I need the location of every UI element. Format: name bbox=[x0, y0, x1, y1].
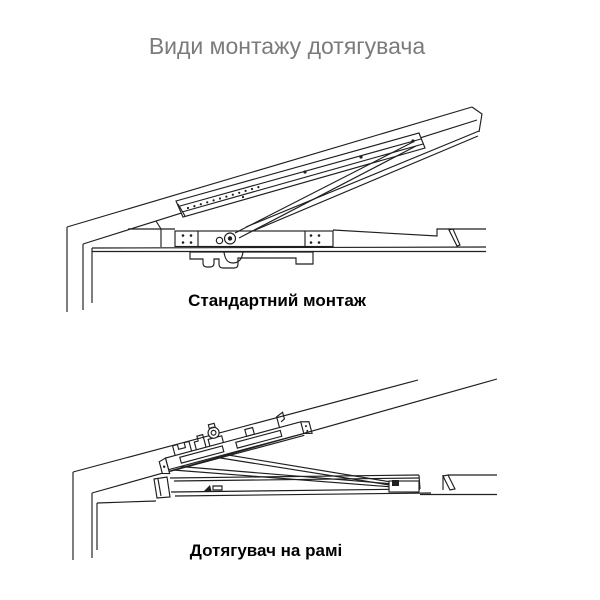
closer-arm bbox=[172, 451, 420, 493]
door-frame bbox=[72, 378, 498, 560]
standard-mount-diagram bbox=[66, 106, 487, 312]
mounting-bracket bbox=[189, 251, 314, 269]
page-title: Види монтажу дотягувача bbox=[148, 33, 426, 59]
slide-channel bbox=[153, 474, 497, 499]
arm-shoe bbox=[388, 480, 420, 493]
frame-mount-diagram bbox=[72, 378, 498, 560]
door-frame bbox=[66, 220, 487, 312]
standard-mount-label: Стандартний монтаж bbox=[188, 291, 366, 310]
bracket-skirt bbox=[223, 251, 244, 264]
closer-arm bbox=[234, 141, 417, 239]
slide-channel bbox=[175, 132, 426, 218]
closer-body bbox=[174, 230, 334, 248]
arm-pivot bbox=[215, 232, 237, 245]
frame-mount-label: Дотягувач на рамі bbox=[189, 541, 343, 560]
arm-pin bbox=[392, 480, 399, 486]
closer-body bbox=[158, 411, 313, 475]
